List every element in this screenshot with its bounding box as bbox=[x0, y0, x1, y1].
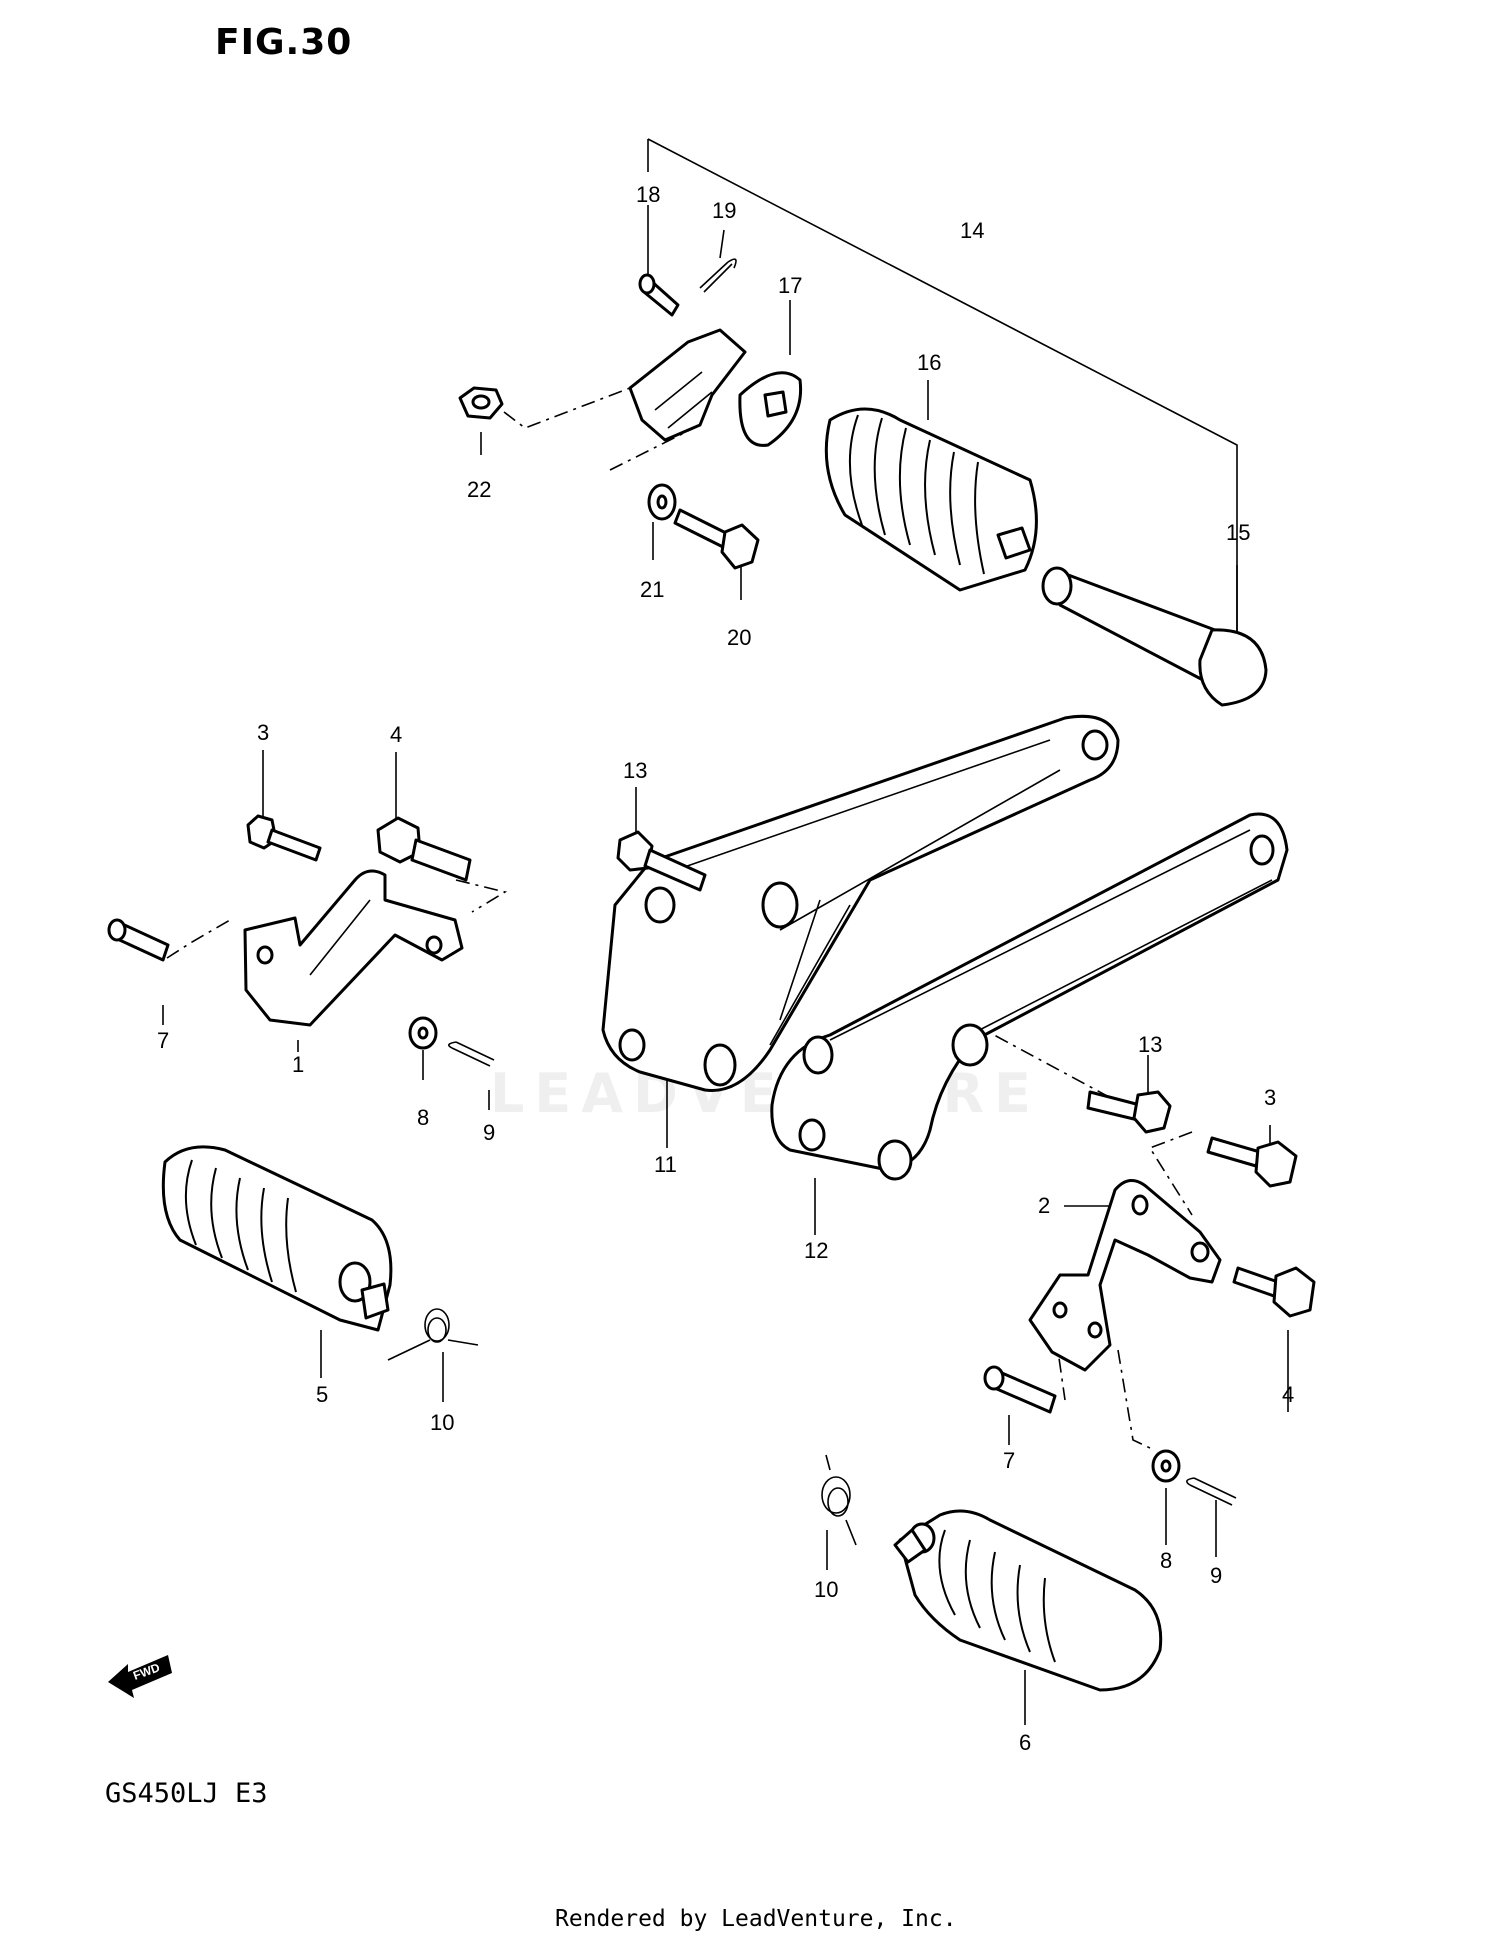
fwd-arrow-icon: FWD bbox=[108, 1655, 172, 1698]
callout-8-left: 8 bbox=[417, 1105, 429, 1130]
figure-title: FIG.30 bbox=[215, 22, 353, 63]
callout-4-right: 4 bbox=[1282, 1382, 1294, 1407]
callout-7-left: 7 bbox=[157, 1028, 169, 1053]
washer-21 bbox=[647, 483, 677, 521]
callout-3-left: 3 bbox=[257, 720, 269, 745]
callout-17: 17 bbox=[778, 273, 802, 298]
spring-10-right bbox=[821, 1454, 857, 1546]
nut-22 bbox=[458, 386, 504, 420]
callout-14: 14 bbox=[960, 218, 984, 243]
footrest-rubber-16 bbox=[824, 407, 1038, 592]
bracket-14 bbox=[628, 328, 747, 442]
model-code: GS450LJ E3 bbox=[105, 1778, 268, 1809]
footrest-holder-2 bbox=[1028, 1179, 1222, 1372]
spring-10-left bbox=[387, 1308, 479, 1361]
footrest-5 bbox=[161, 1145, 393, 1332]
footer-credit: Rendered by LeadVenture, Inc. bbox=[555, 1906, 957, 1932]
callout-19: 19 bbox=[712, 198, 736, 223]
footrest-bracket-12 bbox=[770, 812, 1289, 1181]
callout-15: 15 bbox=[1226, 520, 1250, 545]
footrest-holder-1 bbox=[243, 869, 464, 1027]
callout-22: 22 bbox=[467, 477, 491, 502]
callout-3-right: 3 bbox=[1264, 1085, 1276, 1110]
bolt-3-right bbox=[1206, 1136, 1298, 1188]
bolt-20 bbox=[673, 508, 760, 570]
callout-10-left: 10 bbox=[430, 1410, 454, 1435]
callout-8-right: 8 bbox=[1160, 1548, 1172, 1573]
cotter-pin-9-left bbox=[448, 1041, 495, 1067]
callout-5: 5 bbox=[316, 1382, 328, 1407]
washer-8-right bbox=[1151, 1449, 1181, 1483]
callout-6: 6 bbox=[1019, 1730, 1031, 1755]
callout-2: 2 bbox=[1038, 1193, 1050, 1218]
footrest-6 bbox=[893, 1509, 1163, 1692]
callout-12: 12 bbox=[804, 1238, 828, 1263]
pin-15 bbox=[1041, 566, 1268, 707]
callout-10-right: 10 bbox=[814, 1577, 838, 1602]
bolt-4-left bbox=[376, 816, 472, 882]
bolt-3-left bbox=[246, 814, 322, 862]
bolt-4-right bbox=[1232, 1266, 1316, 1318]
bolt-13-left bbox=[616, 830, 707, 892]
callout-9-right: 9 bbox=[1210, 1563, 1222, 1588]
callout-1: 1 bbox=[292, 1052, 304, 1077]
callout-20: 20 bbox=[727, 625, 751, 650]
footrest-bracket-11 bbox=[601, 714, 1120, 1092]
pin-7-right bbox=[983, 1365, 1057, 1414]
washer-8-left bbox=[408, 1016, 438, 1050]
cotter-pin-9-right bbox=[1186, 1477, 1237, 1506]
callout-4-left: 4 bbox=[390, 722, 402, 747]
pin-7-left bbox=[107, 918, 170, 962]
callout-21: 21 bbox=[640, 577, 664, 602]
callout-9-left: 9 bbox=[483, 1120, 495, 1145]
callout-labels: 18 19 14 17 16 22 15 21 20 3 4 13 7 1 8 … bbox=[157, 182, 1294, 1755]
callout-16: 16 bbox=[917, 350, 941, 375]
washer-plate-17 bbox=[738, 371, 803, 447]
bolt-13-right bbox=[1086, 1090, 1172, 1134]
clevis-pin-18 bbox=[638, 273, 680, 317]
callout-13-right: 13 bbox=[1138, 1032, 1162, 1057]
callout-13-left: 13 bbox=[623, 758, 647, 783]
callout-11: 11 bbox=[654, 1152, 677, 1177]
cotter-pin-19 bbox=[699, 258, 737, 293]
callout-7-right: 7 bbox=[1003, 1448, 1015, 1473]
callout-18: 18 bbox=[636, 182, 660, 207]
